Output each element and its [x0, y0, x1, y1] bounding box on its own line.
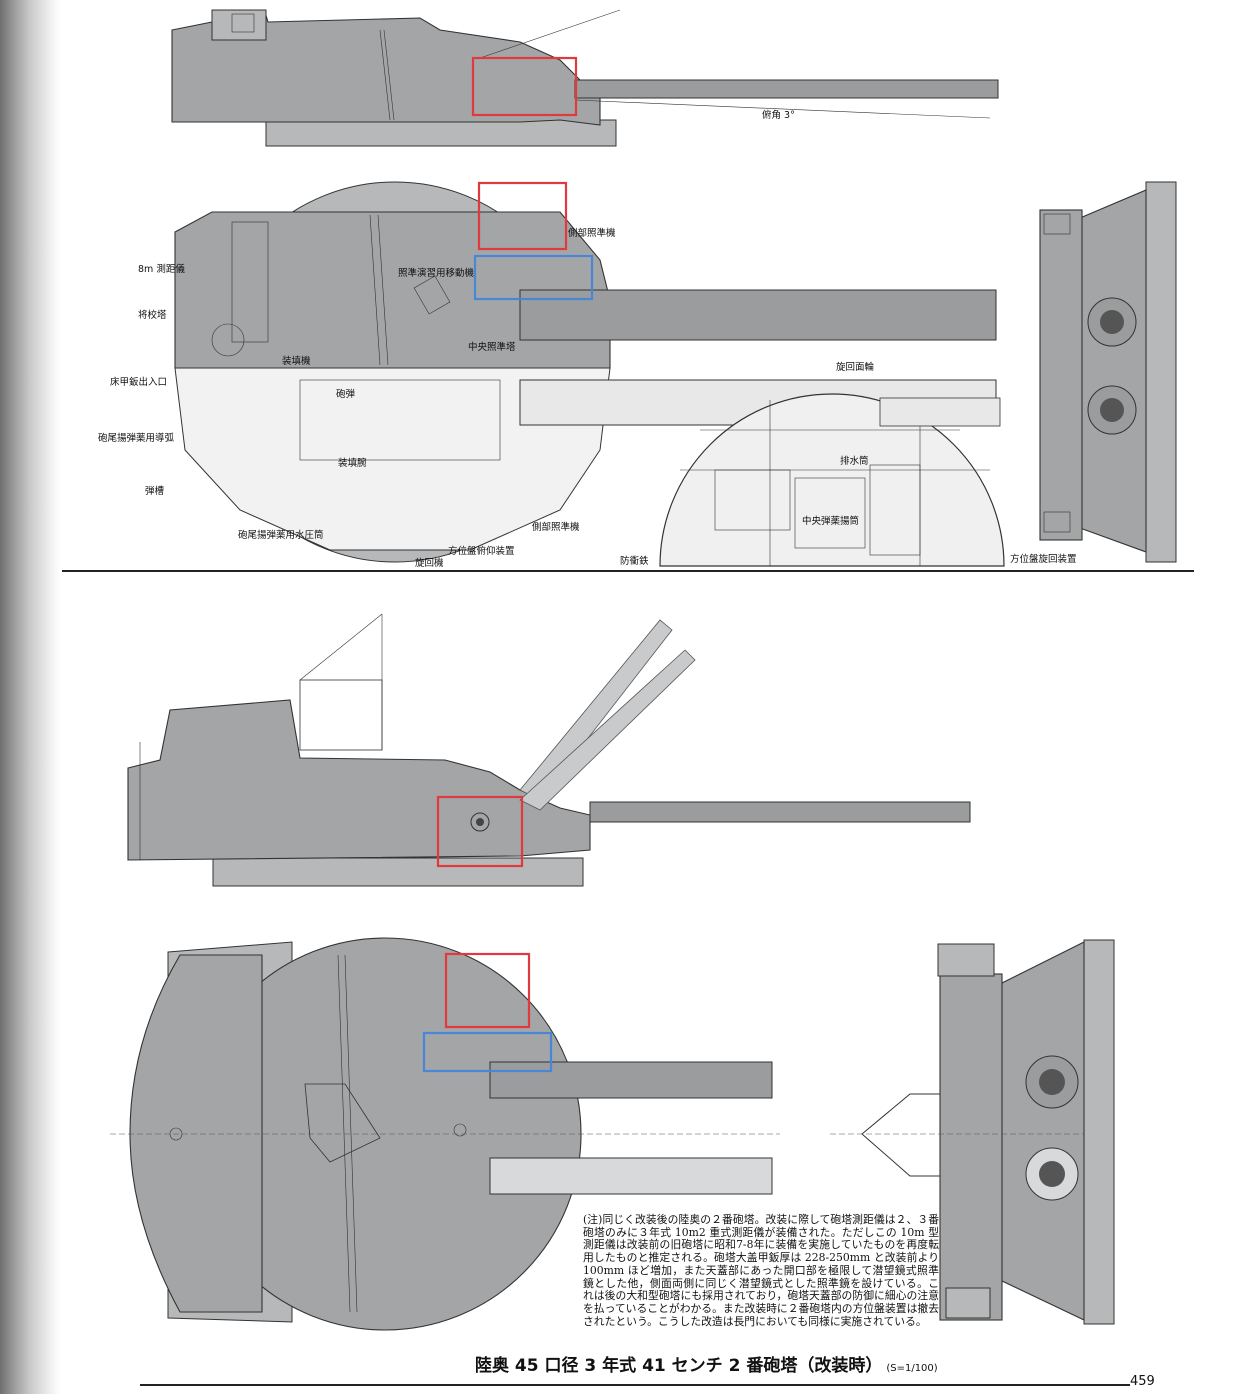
label-central-sight: 中央照準塔 [468, 341, 516, 353]
highlight-top-sight-plan [444, 952, 531, 1029]
plan-cutaway-view [174, 181, 997, 563]
label-officer-turret: 将校塔 [138, 309, 167, 321]
label-magazine: 弾槽 [145, 485, 165, 497]
bottom-rule [140, 1384, 1130, 1386]
page-binding-shadow [0, 0, 60, 1394]
figure-caption: 陸奥 45 口径 3 年式 41 センチ 2 番砲塔（改装時）(S=1/100) [475, 1351, 938, 1376]
label-azimuth-training: 方位盤旋回装置 [1010, 553, 1077, 565]
label-floor-hatch: 床甲鈑出入口 [110, 376, 167, 388]
original-turret-drawing: 俯角 3° 8m 測距儀 将校塔 床甲鈑出入口 砲尾揚弾薬用導弧 弾槽 砲尾揚弾… [98, 9, 1177, 569]
label-bulkhead: 防衝鉄 [620, 555, 649, 567]
highlight-side-sight-old [471, 56, 578, 117]
refit-front-elevation-view [830, 939, 1115, 1325]
label-side-sight-lower: 側部照準機 [532, 521, 580, 533]
highlight-side-sight-new [436, 795, 524, 868]
label-roller-path: 旋回面輪 [836, 361, 875, 373]
label-side-sight-upper: 側部照準機 [568, 227, 616, 239]
label-loader: 装填機 [282, 355, 311, 367]
label-breech-rail: 砲尾揚弾薬用導弧 [98, 432, 175, 444]
side-elevation-view [171, 9, 999, 147]
label-practice-loader: 照準演習用移動機 [398, 267, 475, 279]
refit-plan-view [110, 937, 780, 1331]
caption-title: 陸奥 45 口径 3 年式 41 センチ 2 番砲塔（改装時） [475, 1356, 883, 1376]
refitted-turret-drawing [110, 613, 1115, 1331]
label-loading-arm: 装填腕 [338, 457, 367, 469]
front-elevation-view [1039, 181, 1177, 563]
label-rangefinder: 8m 測距儀 [138, 263, 185, 275]
cross-section-view [659, 393, 1005, 567]
label-central-hoist: 中央弾薬揚筒 [802, 515, 859, 527]
page-number: 459 [1130, 1374, 1155, 1389]
section-divider [62, 570, 1194, 572]
explanatory-note: (注)同じく改装後の陸奥の２番砲塔。改装に際して砲塔測距儀は２、３番砲塔のみに３… [583, 1213, 939, 1328]
refit-side-elevation-view [127, 613, 971, 887]
label-drain: 排水筒 [840, 455, 869, 467]
label-gun-breech: 砲弾 [336, 388, 356, 400]
highlight-periscope-sight [422, 1031, 553, 1073]
label-elevation: 俯角 3° [762, 109, 795, 121]
label-breech-cylinder: 砲尾揚弾薬用水圧筒 [238, 529, 324, 541]
highlight-practice-loader [473, 254, 594, 301]
label-training-gear: 旋回機 [415, 557, 444, 569]
highlight-side-sight-plan [477, 181, 568, 251]
label-elev-device: 方位盤俯仰装置 [448, 545, 515, 557]
caption-scale: (S=1/100) [886, 1363, 938, 1374]
